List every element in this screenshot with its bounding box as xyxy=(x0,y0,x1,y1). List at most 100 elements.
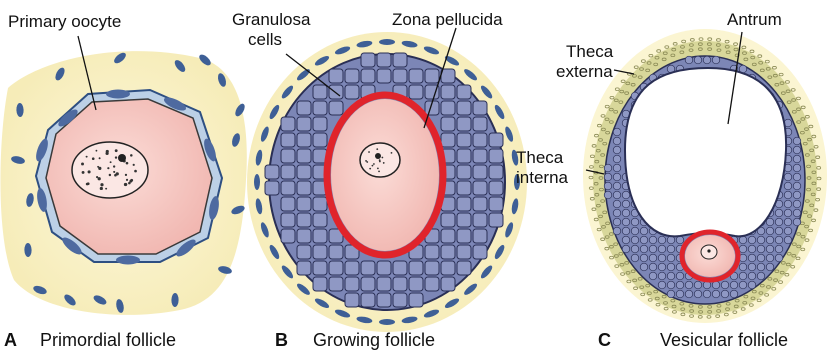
granulosa-cell xyxy=(622,236,630,244)
granulosa-cell xyxy=(748,272,756,280)
granulosa-cell xyxy=(457,261,471,275)
granulosa-cell xyxy=(297,149,311,163)
granulosa-cell xyxy=(649,263,657,271)
granulosa-cell xyxy=(649,245,657,253)
chromatin-dot xyxy=(105,188,107,190)
chromatin-dot xyxy=(133,164,135,166)
chromatin-dot xyxy=(100,187,103,190)
granulosa-cell xyxy=(313,229,327,243)
granulosa-cell xyxy=(441,277,455,291)
nucleolus-a xyxy=(118,154,126,162)
granulosa-cell xyxy=(793,182,801,190)
granulosa-cell xyxy=(748,245,756,253)
chromatin-dot xyxy=(110,161,112,163)
granulosa-cell xyxy=(604,173,612,181)
granulosa-cell xyxy=(313,245,327,259)
granulosa-cell xyxy=(473,101,487,115)
granulosa-cell xyxy=(640,227,648,235)
granulosa-cell xyxy=(703,290,711,298)
granulosa-cell xyxy=(649,254,657,262)
granulosa-cell xyxy=(457,165,471,179)
granulosa-cell xyxy=(329,69,343,83)
granulosa-cell xyxy=(748,254,756,262)
granulosa-cell xyxy=(793,155,801,163)
granulosa-cell xyxy=(676,290,684,298)
granulosa-cell xyxy=(631,227,639,235)
granulosa-cell xyxy=(604,182,612,190)
panel-c-caption: Vesicular follicle xyxy=(660,329,788,351)
chromatin-dot xyxy=(391,152,393,154)
stroma-cell xyxy=(379,39,395,45)
granulosa-cell xyxy=(473,181,487,195)
granulosa-cell xyxy=(694,56,702,64)
chromatin-dot xyxy=(97,166,99,168)
granulosa-cell xyxy=(784,227,792,235)
granulosa-cell xyxy=(297,261,311,275)
granulosa-cell xyxy=(640,245,648,253)
granulosa-cell xyxy=(441,229,455,243)
granulosa-cell xyxy=(793,173,801,181)
granulosa-cell xyxy=(265,165,279,179)
granulosa-cell xyxy=(393,261,407,275)
granulosa-cell xyxy=(297,117,311,131)
granulosa-cell xyxy=(613,182,621,190)
granulosa-cell xyxy=(377,69,391,83)
granulosa-cell xyxy=(757,272,765,280)
granulosa-cell xyxy=(784,173,792,181)
chromatin-dot xyxy=(130,154,133,157)
granulosa-cell xyxy=(784,209,792,217)
granulosa-cell xyxy=(441,261,455,275)
granulosa-cell xyxy=(793,209,801,217)
granulosa-cell xyxy=(703,56,711,64)
chromatin-dot xyxy=(369,168,371,170)
granulosa-cell xyxy=(793,218,801,226)
granulosa-cell xyxy=(622,191,630,199)
chromatin-dot xyxy=(88,170,91,173)
granulosa-cell xyxy=(425,261,439,275)
granulosa-cell xyxy=(766,245,774,253)
granulosa-cell xyxy=(297,101,311,115)
granulosa-cell xyxy=(784,182,792,190)
granulosa-cell xyxy=(775,227,783,235)
granulosa-cell xyxy=(409,85,423,99)
chromatin-dot xyxy=(126,179,128,181)
granulosa-cell xyxy=(489,133,503,147)
granulosa-cell xyxy=(622,245,630,253)
granulosa-cell xyxy=(361,69,375,83)
granulosa-cell xyxy=(622,209,630,217)
granulosa-cell xyxy=(313,277,327,291)
granulosa-cell xyxy=(739,272,747,280)
granulosa-cell xyxy=(748,236,756,244)
granulosa-cell xyxy=(721,281,729,289)
granulosa-cell xyxy=(473,117,487,131)
granulosa-cell xyxy=(441,117,455,131)
granulosa-cell xyxy=(613,227,621,235)
granulosa-cell xyxy=(685,281,693,289)
granulosa-cell xyxy=(409,293,423,307)
granulosa-cell xyxy=(775,245,783,253)
granulosa-cell xyxy=(313,197,327,211)
chromatin-dot xyxy=(379,159,381,161)
granulosa-cell xyxy=(613,128,621,136)
granulosa-cell xyxy=(473,229,487,243)
granulosa-cell xyxy=(658,245,666,253)
granulosa-cell xyxy=(604,164,612,172)
granulosa-cell xyxy=(441,101,455,115)
granulosa-cell xyxy=(409,69,423,83)
granulosa-cell xyxy=(361,261,375,275)
granulosa-cell xyxy=(793,191,801,199)
granulosa-cells-label-line1: Granulosa xyxy=(232,10,310,30)
theca-externa-label-line2: externa xyxy=(556,62,613,82)
granulosa-cell xyxy=(473,245,487,259)
granulosa-cell xyxy=(457,197,471,211)
granulosa-cell xyxy=(473,133,487,147)
granulosa-cell xyxy=(489,181,503,195)
granulosa-cell xyxy=(757,263,765,271)
granulosa-cell xyxy=(329,261,343,275)
granulosa-cell xyxy=(721,290,729,298)
chromatin-dot xyxy=(98,177,101,180)
granulosa-cell xyxy=(377,53,391,67)
granulosa-cell xyxy=(281,181,295,195)
chromatin-dot xyxy=(86,156,88,158)
